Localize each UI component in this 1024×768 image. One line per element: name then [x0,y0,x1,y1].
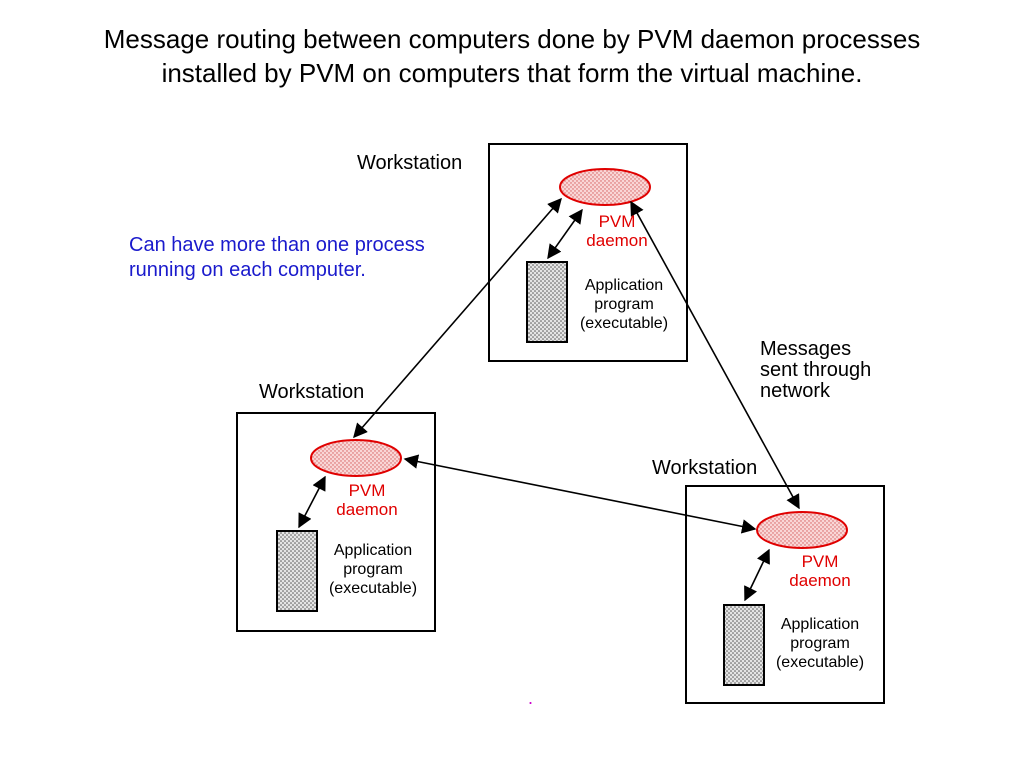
note-line-2: running on each computer. [129,259,366,281]
slide-title: Message routing between computers done b… [0,22,1024,90]
application-line-2: program [343,561,403,578]
pvm-daemon-ellipse-right [756,511,848,549]
application-line-2: program [594,296,654,313]
pvm-daemon-ellipse-left [310,439,402,477]
pvm-daemon-label-left: PVM daemon [322,481,412,519]
network-arrow-left-right [403,454,757,534]
network-arrow-top-right [630,200,800,510]
application-line-1: Application [584,277,664,294]
application-line-3: (executable) [775,654,865,671]
application-line-2: program [790,635,850,652]
pvm-daemon-label-top: PVM daemon [572,212,662,250]
messages-line-3: network [760,380,831,402]
pvm-daemon-line-2: daemon [789,571,851,590]
workstation-label-top: Workstation [357,152,463,174]
application-line-3: (executable) [579,315,669,332]
application-label-left: Application program (executable) [317,541,429,598]
pvm-daemon-ellipse-top [559,168,651,206]
messages-line-2: sent through [760,359,872,381]
pvm-daemon-line-1: PVM [348,481,386,500]
application-line-3: (executable) [328,580,418,597]
title-line-2: installed by PVM on computers that form … [161,58,863,88]
footer-mark: . [528,688,534,708]
pvm-daemon-line-2: daemon [586,231,648,250]
application-block-top [526,261,568,343]
application-label-right: Application program (executable) [764,615,876,672]
multiple-processes-note: Can have more than one process running o… [129,233,425,283]
messages-line-1: Messages [760,338,852,360]
application-block-left [276,530,318,612]
network-arrow-top-left [353,197,562,439]
pvm-daemon-line-2: daemon [336,500,398,519]
local-arrow-right [744,548,770,602]
local-arrow-left [298,475,326,529]
workstation-label-right: Workstation [652,457,758,479]
pvm-daemon-label-right: PVM daemon [775,552,865,590]
messages-network-label: Messages sent through network [760,339,871,402]
title-line-1: Message routing between computers done b… [103,24,921,54]
application-block-right [723,604,765,686]
workstation-label-left: Workstation [259,381,365,403]
application-line-1: Application [780,616,860,633]
pvm-daemon-line-1: PVM [801,552,839,571]
pvm-daemon-line-1: PVM [598,212,636,231]
note-line-1: Can have more than one process [129,234,425,256]
application-label-top: Application program (executable) [568,276,680,333]
application-line-1: Application [333,542,413,559]
